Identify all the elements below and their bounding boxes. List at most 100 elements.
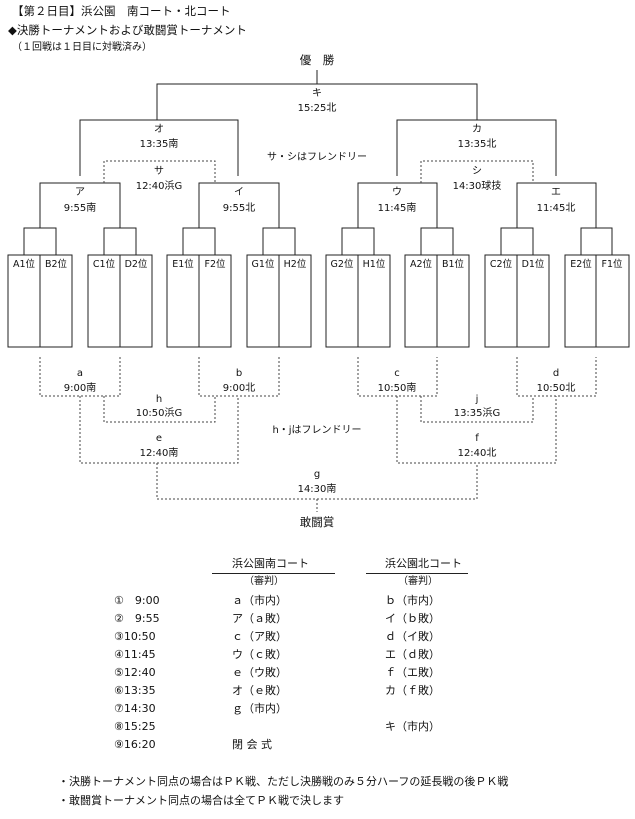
semi-right-line — [396, 119, 557, 176]
schedule-time: ⑤12:40 — [114, 666, 156, 679]
schedule-south: ｅ（ウ敗） — [232, 666, 287, 679]
cons-d-time: 10:50北 — [536, 383, 576, 394]
team-label: D1位 — [521, 259, 545, 270]
semi-left-name: オ — [154, 124, 164, 135]
schedule-time: ④11:45 — [114, 648, 156, 661]
cons-f-time: 12:40北 — [457, 448, 497, 459]
team-label: A1位 — [12, 259, 36, 270]
team-label: C1位 — [92, 259, 116, 270]
shi-time: 14:30球技 — [452, 181, 502, 192]
cons-e-name: e — [155, 433, 163, 444]
schedule-time: ⑦14:30 — [114, 702, 156, 715]
semi-left-time: 13:35南 — [139, 139, 179, 150]
team-label: D2位 — [124, 259, 148, 270]
team-label: G1位 — [251, 259, 275, 270]
schedule-north: ｆ（エ敗） — [385, 666, 440, 679]
schedule-north: キ（市内） — [385, 720, 440, 733]
cons-f-name: f — [475, 433, 479, 444]
cons-j-time: 13:35浜G — [453, 408, 501, 419]
north-court-header: 浜公園北コート — [385, 557, 462, 570]
footnote-pk-rule: ・決勝トーナメント同点の場合はＰＫ戦、ただし決勝戦のみ５分ハーフの延長戦の後ＰＫ… — [58, 775, 509, 788]
schedule-south: ｃ（ア敗） — [232, 630, 287, 643]
schedule-time: ① 9:00 — [114, 594, 160, 607]
north-header-underline — [366, 573, 468, 574]
cons-j-line — [420, 396, 534, 423]
cons-c-time: 10:50南 — [377, 383, 417, 394]
schedule-time: ⑨16:20 — [114, 738, 156, 751]
cons-b-name: b — [235, 368, 243, 379]
r1-line-1 — [23, 227, 57, 255]
sa-name: サ — [154, 166, 164, 177]
qf-i-time: 9:55北 — [222, 203, 256, 214]
north-referee-label: （審判） — [398, 576, 438, 587]
schedule-south: ウ（ｃ敗） — [232, 648, 287, 661]
qf-u-line — [357, 182, 438, 228]
cons-e-time: 12:40南 — [139, 448, 179, 459]
schedule-south: ア（ａ敗） — [232, 612, 287, 625]
sa-line — [103, 160, 216, 183]
qf-e-time: 11:45北 — [536, 203, 576, 214]
schedule-south: 閉 会 式 — [232, 738, 272, 751]
cons-h-time: 10:50浜G — [135, 408, 183, 419]
qf-u-name: ウ — [392, 187, 402, 198]
champion-label: 優 勝 — [299, 53, 335, 67]
team-box-8 — [564, 254, 630, 348]
page-title: 【第２日目】浜公園 南コート・北コート — [12, 4, 231, 18]
qf-a-time: 9:55南 — [63, 203, 97, 214]
schedule-time: ③10:50 — [114, 630, 156, 643]
team-label: G2位 — [330, 259, 354, 270]
qf-i-line — [198, 182, 280, 228]
cons-g-name: g — [313, 469, 321, 480]
south-referee-label: （審判） — [244, 576, 284, 587]
semi-right-time: 13:35北 — [457, 139, 497, 150]
qf-e-line — [516, 182, 597, 228]
schedule-time: ⑧15:25 — [114, 720, 156, 733]
r1-line-4 — [262, 227, 296, 255]
final-time: 15:25北 — [297, 103, 337, 114]
team-label: B2位 — [44, 259, 68, 270]
cons-b-time: 9:00北 — [222, 383, 256, 394]
south-court-header: 浜公園南コート — [232, 557, 309, 570]
round1-note: （１回戦は１日目に対戦済み） — [12, 42, 152, 53]
qf-u-time: 11:45南 — [377, 203, 417, 214]
schedule-north: ｂ（市内） — [385, 594, 440, 607]
kanto-award-label: 敢闘賞 — [299, 515, 335, 529]
r1-line-6 — [420, 227, 454, 255]
schedule-north: ｄ（イ敗） — [385, 630, 440, 643]
r1-line-5 — [341, 227, 375, 255]
team-label: C2位 — [489, 259, 513, 270]
qf-a-name: ア — [75, 187, 85, 198]
cons-h-name: h — [155, 394, 163, 405]
friendly-note-h-j: h・jはフレンドリー — [272, 425, 362, 436]
cons-h-line — [103, 396, 216, 423]
shi-name: シ — [472, 166, 482, 177]
schedule-north: イ（ｂ敗） — [385, 612, 440, 625]
r1-line-3 — [182, 227, 216, 255]
cons-d-line — [516, 357, 597, 397]
r1-line-2 — [103, 227, 137, 255]
cons-j-name: j — [475, 394, 479, 405]
team-label: F2位 — [204, 259, 226, 270]
schedule-north: カ（ｆ敗） — [385, 684, 440, 697]
team-label: B1位 — [441, 259, 465, 270]
team-label: F1位 — [601, 259, 623, 270]
qf-e-name: エ — [551, 187, 561, 198]
friendly-note-sa-shi: サ・シはフレンドリー — [267, 152, 367, 163]
footnote-kanto-rule: ・敢闘賞トーナメント同点の場合は全てＰＫ戦で決します — [58, 794, 344, 807]
schedule-time: ⑥13:35 — [114, 684, 156, 697]
cons-e-line — [79, 396, 239, 464]
cons-g-time: 14:30南 — [297, 484, 337, 495]
team-label: H1位 — [362, 259, 386, 270]
cons-c-line — [357, 357, 438, 397]
team-label: E2位 — [570, 259, 592, 270]
cons-f-line — [396, 396, 557, 464]
sa-time: 12:40浜G — [135, 181, 183, 192]
page-subtitle: ◆決勝トーナメントおよび敢闘賞トーナメント — [8, 23, 247, 37]
cons-a-time: 9:00南 — [63, 383, 97, 394]
schedule-south: オ（ｅ敗） — [232, 684, 287, 697]
r1-line-8 — [580, 227, 613, 255]
schedule-south: ａ（市内） — [232, 594, 287, 607]
bracket-diagram — [7, 70, 630, 512]
cons-c-name: c — [394, 368, 400, 379]
south-header-underline — [212, 573, 335, 574]
